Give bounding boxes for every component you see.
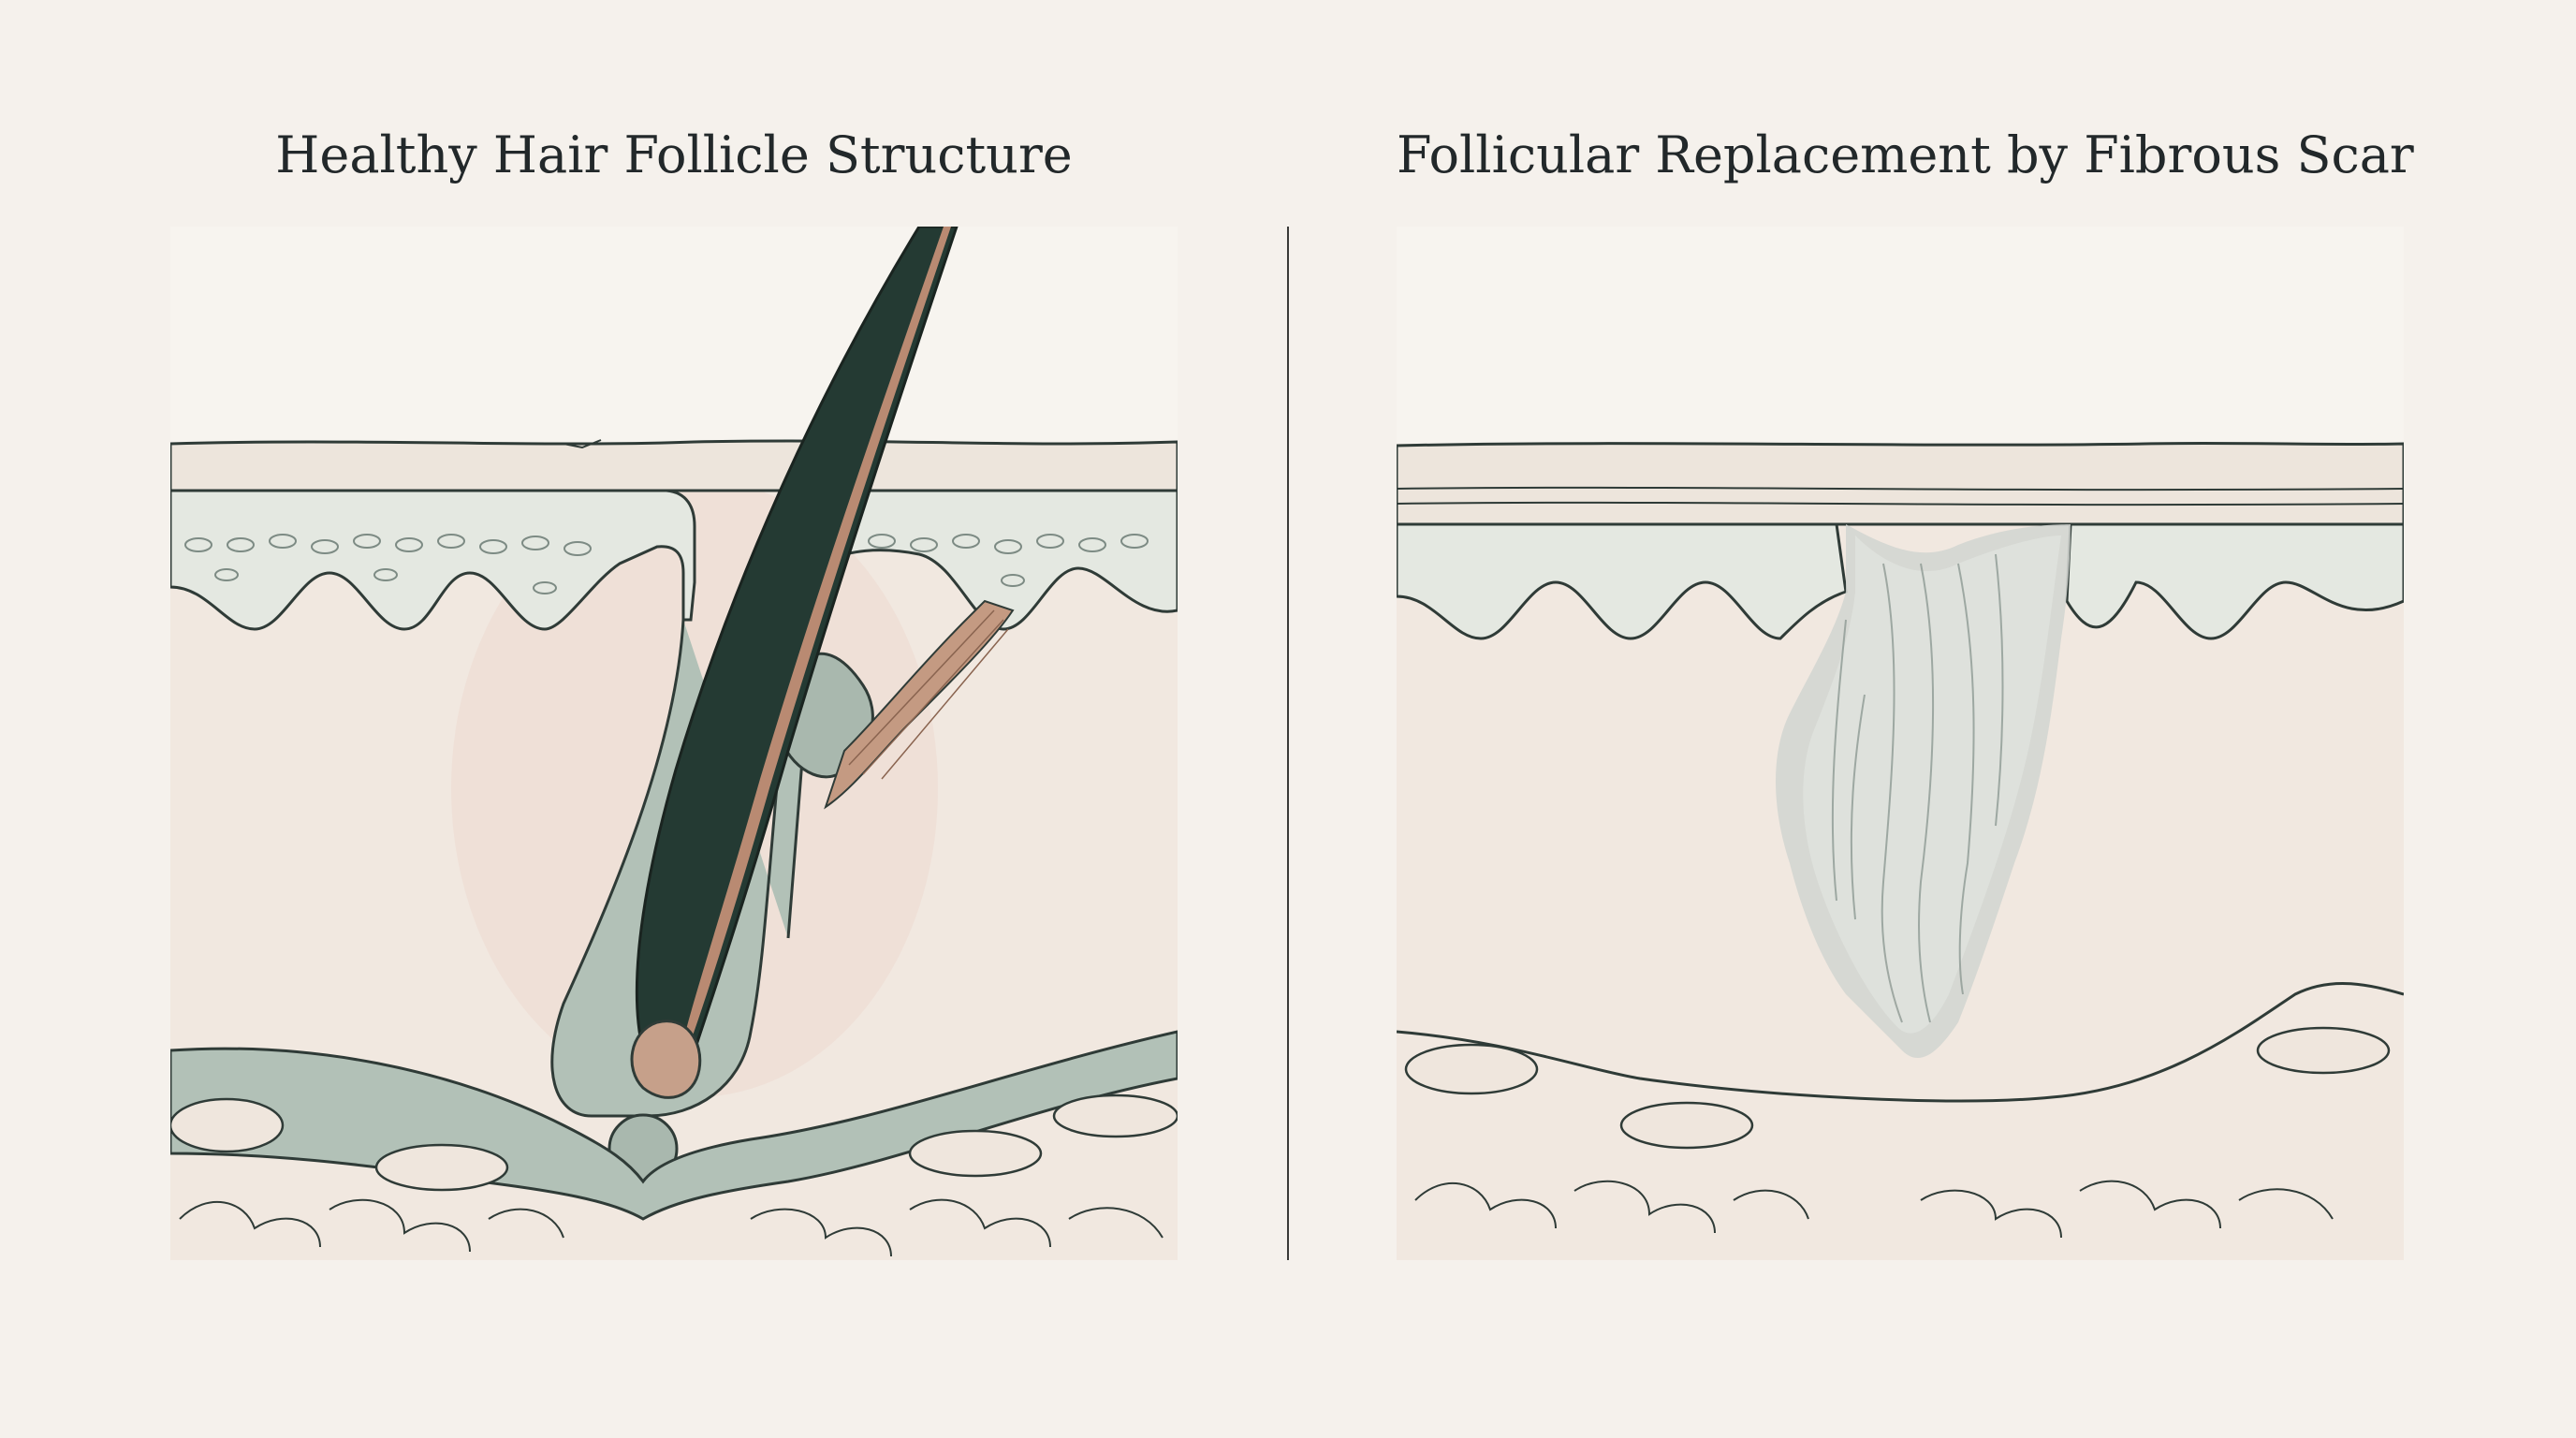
scar-core xyxy=(1803,536,2061,1034)
epidermis-left xyxy=(1397,522,1848,640)
surface-air xyxy=(1397,227,2404,444)
healthy-panel-title: Healthy Hair Follicle Structure xyxy=(275,125,1073,184)
healthy-follicle-panel xyxy=(170,227,1178,1260)
collagen-streaks xyxy=(1831,553,2004,1023)
surface-air xyxy=(170,227,1178,444)
scar-panel-title: Follicular Replacement by Fibrous Scar xyxy=(1397,125,2414,184)
scar-panel xyxy=(1397,227,2404,1260)
corneum-line xyxy=(1397,486,2404,492)
adipose-tissue xyxy=(179,1198,1164,1257)
stratum-corneum xyxy=(170,439,1178,492)
fat-lobules xyxy=(1404,1026,2391,1150)
epidermal-cells xyxy=(184,534,1149,594)
scar-illustration xyxy=(1397,227,2404,1260)
epidermis-left xyxy=(170,489,696,631)
inner-root-sheath xyxy=(683,227,951,1041)
epidermis-right xyxy=(2065,522,2404,640)
muscle-fibers xyxy=(848,609,1009,780)
hair-bulb xyxy=(630,1020,702,1099)
adipose-tissue xyxy=(1414,1180,2334,1239)
fat-lobules xyxy=(170,1093,1178,1192)
subcutaneous-boundary xyxy=(1397,981,2404,1103)
stratum-corneum xyxy=(1397,441,2404,526)
panel-divider xyxy=(1287,227,1289,1260)
healthy-follicle-illustration xyxy=(170,227,1178,1260)
skin-crease-mark xyxy=(563,439,602,449)
granular-line xyxy=(1397,501,2404,506)
